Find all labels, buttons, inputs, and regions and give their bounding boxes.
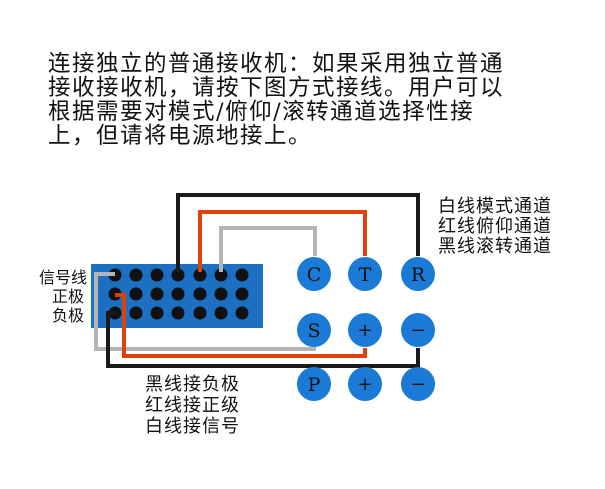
channel-legend-red: 红线俯仰通道 bbox=[438, 216, 552, 237]
power-legend-red: 红线接正级 bbox=[145, 395, 240, 416]
port-p-minus-label: − bbox=[410, 374, 425, 395]
port-s-plus: + bbox=[348, 313, 382, 347]
port-c-label: C bbox=[307, 264, 322, 286]
intro-line: 接收接收机，请按下图方式接线。用户可以 bbox=[48, 75, 505, 101]
port-p-plus: + bbox=[348, 367, 382, 401]
white-wire-signal bbox=[94, 272, 316, 351]
connector-pin bbox=[193, 268, 207, 282]
connector-pin bbox=[235, 287, 249, 301]
intro-line: 连接独立的普通接收机：如果采用独立普通 bbox=[48, 51, 505, 77]
connector-pin bbox=[214, 306, 228, 320]
white-wire-mode-channel bbox=[219, 226, 317, 272]
port-p-label: P bbox=[308, 374, 321, 396]
red-wire-positive bbox=[115, 293, 367, 358]
power-legend-white: 白线接信号 bbox=[145, 416, 240, 437]
connector-pin bbox=[150, 287, 164, 301]
port-p: P bbox=[297, 367, 331, 401]
connector-pin bbox=[171, 287, 185, 301]
pin-label-negative: 负极 bbox=[52, 306, 84, 325]
port-s: S bbox=[297, 313, 331, 347]
channel-legend-white: 白线模式通道 bbox=[438, 196, 552, 217]
connector-pins bbox=[108, 268, 249, 320]
port-r-label: R bbox=[411, 264, 426, 286]
connector-pin bbox=[129, 268, 143, 282]
port-s-minus-label: − bbox=[410, 320, 425, 341]
port-s-minus: − bbox=[401, 313, 435, 347]
port-c: C bbox=[297, 257, 331, 291]
connector-pin bbox=[214, 268, 228, 282]
port-p-plus-label: + bbox=[357, 374, 372, 395]
intro-text: 连接独立的普通接收机：如果采用独立普通 接收接收机，请按下图方式接线。用户可以 … bbox=[48, 52, 568, 148]
port-r: R bbox=[401, 257, 435, 291]
connector-pin bbox=[193, 306, 207, 320]
connector-pin bbox=[150, 306, 164, 320]
port-s-label: S bbox=[307, 320, 320, 342]
intro-line: 根据需要对模式/俯仰/滚转通道选择性接 bbox=[48, 99, 475, 125]
port-t-label: T bbox=[359, 264, 372, 286]
connector-pin bbox=[235, 268, 249, 282]
black-wire-roll-channel bbox=[176, 193, 420, 272]
black-wire-negative bbox=[106, 311, 420, 368]
connector-pin bbox=[214, 287, 228, 301]
pin-label-positive: 正极 bbox=[52, 287, 84, 306]
channel-legend-black: 黑线滚转通道 bbox=[438, 236, 552, 257]
port-p-minus: − bbox=[401, 367, 435, 401]
red-wire-pitch-channel bbox=[198, 210, 367, 272]
port-t: T bbox=[348, 257, 382, 291]
intro-line: 上，但请将电源地接上。 bbox=[48, 123, 313, 149]
connector-pin bbox=[171, 268, 185, 282]
connector-pin bbox=[171, 306, 185, 320]
connector-pin bbox=[129, 287, 143, 301]
connector-pin bbox=[193, 287, 207, 301]
connector-pin bbox=[129, 306, 143, 320]
connector-pin bbox=[235, 306, 249, 320]
pin-label-signal: 信号线 bbox=[39, 268, 87, 287]
power-legend-black: 黑线接负极 bbox=[145, 374, 240, 395]
connector-pin bbox=[150, 268, 164, 282]
port-s-plus-label: + bbox=[357, 320, 372, 341]
